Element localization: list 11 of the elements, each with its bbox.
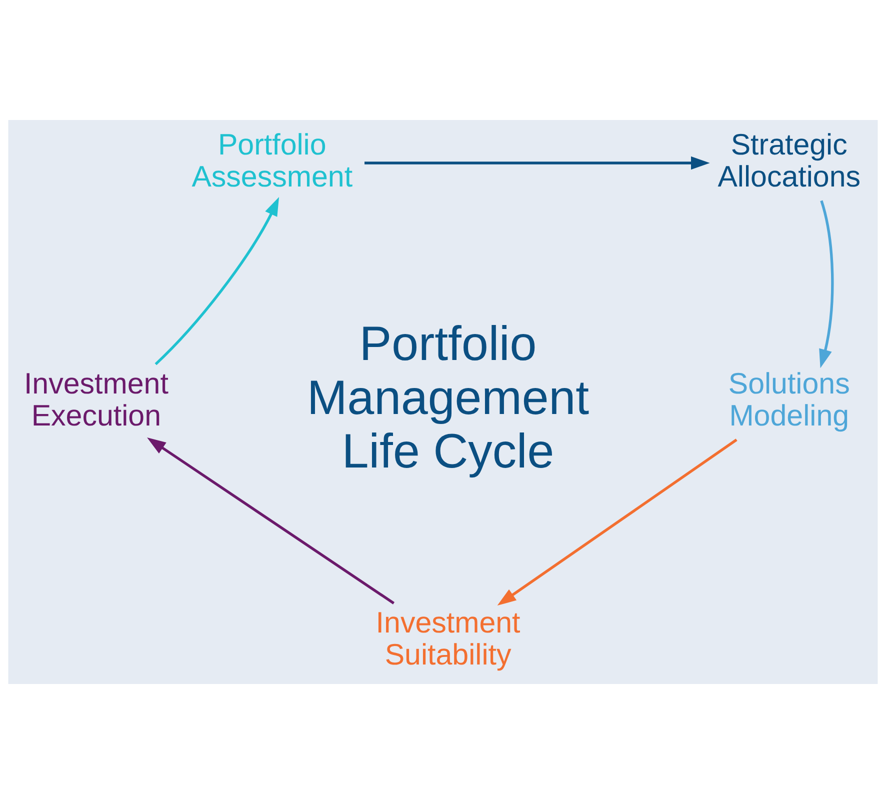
- arrow: [147, 437, 395, 604]
- label: Portfolio Management Life Cycle: [306, 317, 590, 479]
- arrow: [364, 156, 710, 170]
- node-text: Portfolio Assessment: [192, 128, 353, 194]
- arrow: [819, 200, 834, 368]
- arrow: [154, 197, 280, 366]
- node-text: Solutions Modeling: [728, 367, 850, 433]
- arrow: [497, 438, 738, 606]
- node-text: Strategic Allocations: [718, 128, 861, 194]
- node-text: Investment Suitability: [376, 606, 520, 672]
- node-text: Investment Execution: [24, 367, 168, 433]
